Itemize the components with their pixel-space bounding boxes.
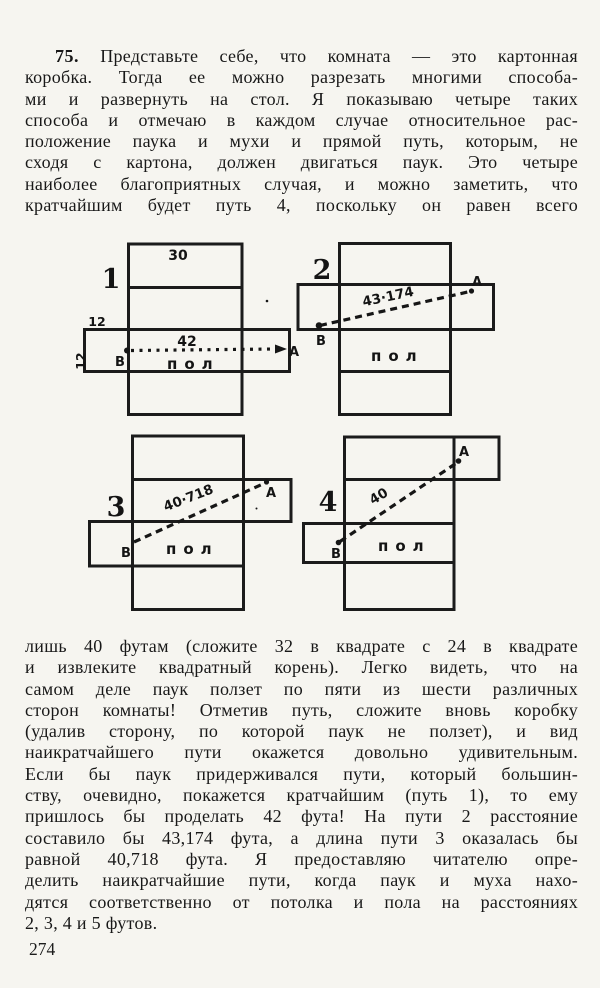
floor-label: пол: [166, 540, 219, 558]
point-b-label: B: [331, 547, 341, 562]
figure-unfolding-3: 3 40·718 пол B A: [88, 434, 293, 611]
intro-paragraph: 75. Представьте себе, что комната — это …: [25, 46, 578, 216]
figure-unfolding-1: 1 30 12 12 42 пол B A: [73, 242, 299, 416]
figure-number: 2: [313, 255, 332, 286]
point-a-label: A: [266, 486, 276, 501]
text-line: 2, 3, 4 и 5 футов.: [25, 912, 158, 933]
text-line: 75. Представьте себе, что комната — это …: [25, 46, 578, 67]
left-flap: [296, 283, 341, 331]
figure-unfolding-4: 4 40 пол B A: [302, 435, 501, 611]
text-line: дятся соответственно от потолка и пола н…: [25, 891, 578, 912]
scan-speck: [255, 507, 258, 510]
text-line: ми и развернуть на стол. Я показываю чет…: [25, 88, 578, 109]
body-paragraph: лишь 40 футам (сложите 32 в квадрате с 2…: [25, 636, 578, 934]
point-b-label: B: [121, 546, 131, 561]
point-b-dot: [335, 539, 342, 546]
text-span: Представьте себе, что комната — это карт…: [100, 46, 578, 66]
text-line: ству, очевидно, покажется кратчайшим (пу…: [25, 785, 578, 806]
text-line: и извлеките квадратный корень). Легко ви…: [25, 657, 578, 678]
figure-number: 3: [107, 492, 126, 523]
right-flap: [452, 435, 501, 481]
dimension-label: 12: [88, 314, 105, 329]
scan-speck: [265, 299, 269, 303]
text-line: наикратчайшего пути окажется довольно уд…: [25, 742, 578, 763]
path-length-label: 42: [177, 334, 196, 350]
left-flap: [88, 520, 134, 568]
text-line: сходя с картона, должен двигаться паук. …: [25, 152, 578, 173]
text-line: равной 40,718 фута. Я предоставляю читат…: [25, 848, 578, 869]
point-a-label: A: [289, 345, 299, 360]
text-line: самом деле паук ползет по пяти из шести …: [25, 678, 578, 699]
dimension-label: 12: [73, 352, 88, 369]
path-length-label: 40·718: [161, 481, 215, 515]
dimension-label: 30: [168, 248, 188, 264]
text-line: лишь 40 футам (сложите 32 в квадрате с 2…: [25, 636, 578, 656]
floor-label: пол: [167, 355, 220, 373]
point-b-label: B: [316, 334, 326, 349]
spider-path: [319, 289, 471, 328]
text-line: (удалив сторону, по которой паук не полз…: [25, 721, 578, 742]
text-line: составило бы 43,174 фута, а длина пути 3…: [25, 827, 578, 848]
point-a-label: A: [459, 445, 469, 460]
right-flap: [449, 283, 495, 331]
left-flap: [302, 522, 346, 564]
text-line: сторон комнаты! Отметив путь, сложите вн…: [25, 699, 578, 720]
text-line: Если бы паук придерживался пути, который…: [25, 763, 578, 784]
point-b-label: B: [115, 355, 125, 370]
text-line: наиболее благоприятных случая, и можно з…: [25, 173, 578, 194]
floor-label: пол: [378, 537, 431, 555]
spider-path: [339, 460, 459, 543]
floor-label: пол: [371, 347, 424, 365]
text-line: положение паука и мухи и прямой путь, ко…: [25, 131, 578, 152]
text-line: делить наикратчайшие пути, когда паук и …: [25, 870, 578, 891]
point-a-dot: [468, 288, 475, 294]
spider-path: [130, 347, 275, 353]
page-number: 274: [29, 939, 56, 959]
right-flap: [242, 478, 293, 523]
path-arrowhead: [275, 344, 287, 354]
text-line: кратчайшим будет путь 4, поскольку он ра…: [25, 195, 578, 216]
figure-number: 4: [319, 487, 338, 518]
point-b-dot: [315, 322, 323, 329]
point-a-dot: [455, 458, 462, 464]
text-line: способа и отмечаю в каждом случае относи…: [25, 109, 578, 130]
path-length-label: 40: [367, 485, 391, 508]
point-a-dot: [263, 479, 270, 485]
point-a-label: A: [472, 275, 482, 290]
problem-number: 75.: [55, 46, 79, 66]
text-line: пришлось бы проделать 42 фута! На пути 2…: [25, 806, 578, 827]
text-line: коробка. Тогда ее можно разрезать многим…: [25, 67, 578, 88]
figure-unfolding-2: 2 43·174 пол B A: [296, 242, 495, 416]
point-b-dot: [124, 347, 130, 354]
figure-number: 1: [102, 264, 121, 295]
